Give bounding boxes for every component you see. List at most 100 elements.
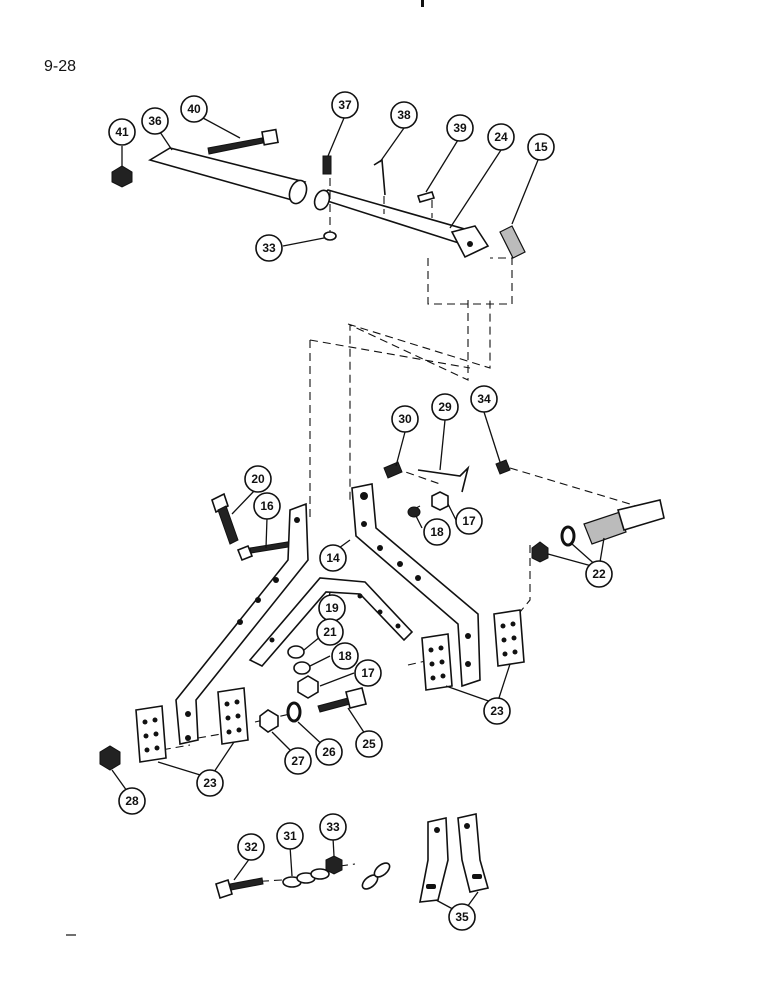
chain-31 (282, 862, 391, 890)
callout-21: 21 (316, 618, 344, 646)
callout-32-label: 32 (244, 840, 258, 854)
callout-35: 35 (448, 903, 476, 931)
bushing-15 (499, 225, 526, 259)
callout-15-label: 15 (534, 140, 548, 154)
callout-35-label: 35 (455, 910, 469, 924)
callout-18-lower: 18 (331, 642, 359, 670)
callout-25: 25 (355, 730, 383, 758)
nut-17-lower (297, 675, 319, 699)
locknut-41 (111, 165, 133, 188)
callout-19: 19 (318, 594, 346, 622)
callout-37: 37 (331, 91, 359, 119)
callout-23-left: 23 (196, 769, 224, 797)
clip-34 (495, 459, 511, 475)
callout-14-label: 14 (326, 551, 340, 565)
callout-24: 24 (487, 123, 515, 151)
cotter-pin-39 (416, 191, 436, 203)
bolt-25 (317, 687, 367, 713)
pin-30 (383, 461, 403, 479)
callout-31: 31 (276, 822, 304, 850)
callout-23-right: 23 (483, 697, 511, 725)
plate-23-right-a (421, 633, 453, 691)
washer-26 (286, 701, 302, 723)
callout-24-label: 24 (494, 130, 508, 144)
bolt-32 (215, 877, 264, 900)
callout-18-upper-label: 18 (430, 525, 444, 539)
plate-23-right-b (493, 609, 525, 667)
callout-34: 34 (470, 385, 498, 413)
callout-16: 16 (253, 492, 281, 520)
plate-23-left-b (217, 687, 249, 745)
callout-17-upper-label: 17 (462, 514, 476, 528)
scan-mark-top (421, 0, 424, 7)
callout-32: 32 (237, 833, 265, 861)
callout-29: 29 (431, 393, 459, 421)
pin-38 (373, 158, 386, 196)
callout-18-upper: 18 (423, 518, 451, 546)
callout-33-top: 33 (255, 234, 283, 262)
callout-28-label: 28 (125, 794, 139, 808)
callout-28: 28 (118, 787, 146, 815)
callout-31-label: 31 (283, 829, 297, 843)
nut-17-upper (431, 491, 449, 511)
callout-23-left-label: 23 (203, 776, 217, 790)
callout-22: 22 (585, 560, 613, 588)
outer-tube-36 (147, 147, 308, 205)
pin-29 (417, 465, 470, 493)
nut-28 (99, 745, 121, 771)
callout-38-label: 38 (397, 108, 411, 122)
callout-33-bottom-label: 33 (326, 820, 340, 834)
washer-33-top (323, 231, 337, 241)
callout-30: 30 (391, 405, 419, 433)
nut-33-bottom (325, 855, 343, 875)
washer-18-upper (407, 506, 421, 518)
callout-36-label: 36 (148, 114, 162, 128)
callout-39-label: 39 (453, 121, 467, 135)
pin-assembly-22 (531, 499, 665, 563)
callout-17-upper: 17 (455, 507, 483, 535)
callout-14: 14 (319, 544, 347, 572)
callout-40-label: 40 (187, 102, 201, 116)
grease-fitting-37 (322, 155, 332, 175)
callout-21-label: 21 (323, 625, 337, 639)
callout-39: 39 (446, 114, 474, 142)
callout-40: 40 (180, 95, 208, 123)
callout-26-label: 26 (322, 745, 336, 759)
callout-37-label: 37 (338, 98, 352, 112)
callout-23-right-label: 23 (490, 704, 504, 718)
callout-22-label: 22 (592, 567, 606, 581)
callout-15: 15 (527, 133, 555, 161)
callout-27-label: 27 (291, 754, 305, 768)
callout-18-lower-label: 18 (338, 649, 352, 663)
bolt-40 (207, 128, 279, 155)
callout-20: 20 (244, 465, 272, 493)
callout-38: 38 (390, 101, 418, 129)
callout-41: 41 (108, 118, 136, 146)
bolt-20 (211, 492, 239, 545)
callout-26: 26 (315, 738, 343, 766)
callout-27: 27 (284, 747, 312, 775)
callout-29-label: 29 (438, 400, 452, 414)
callout-20-label: 20 (251, 472, 265, 486)
callout-36: 36 (141, 107, 169, 135)
callout-25-label: 25 (362, 737, 376, 751)
brace-19 (248, 577, 414, 667)
callout-34-label: 34 (477, 392, 491, 406)
washer-21 (287, 645, 305, 659)
callout-41-label: 41 (115, 125, 129, 139)
callout-16-label: 16 (260, 499, 274, 513)
callout-33-bottom: 33 (319, 813, 347, 841)
nut-27 (259, 709, 279, 733)
page-number: 9-28 (44, 58, 77, 75)
callout-33-top-label: 33 (262, 241, 276, 255)
inner-tube-24 (313, 189, 490, 259)
callout-17-lower: 17 (354, 659, 382, 687)
right-bracket-14 (351, 483, 481, 688)
callout-17-lower-label: 17 (361, 666, 375, 680)
callout-19-label: 19 (325, 601, 339, 615)
left-bracket-14 (175, 502, 309, 745)
callout-30-label: 30 (398, 412, 412, 426)
bracket-35 (419, 813, 490, 903)
plate-23-left-a (135, 705, 167, 763)
